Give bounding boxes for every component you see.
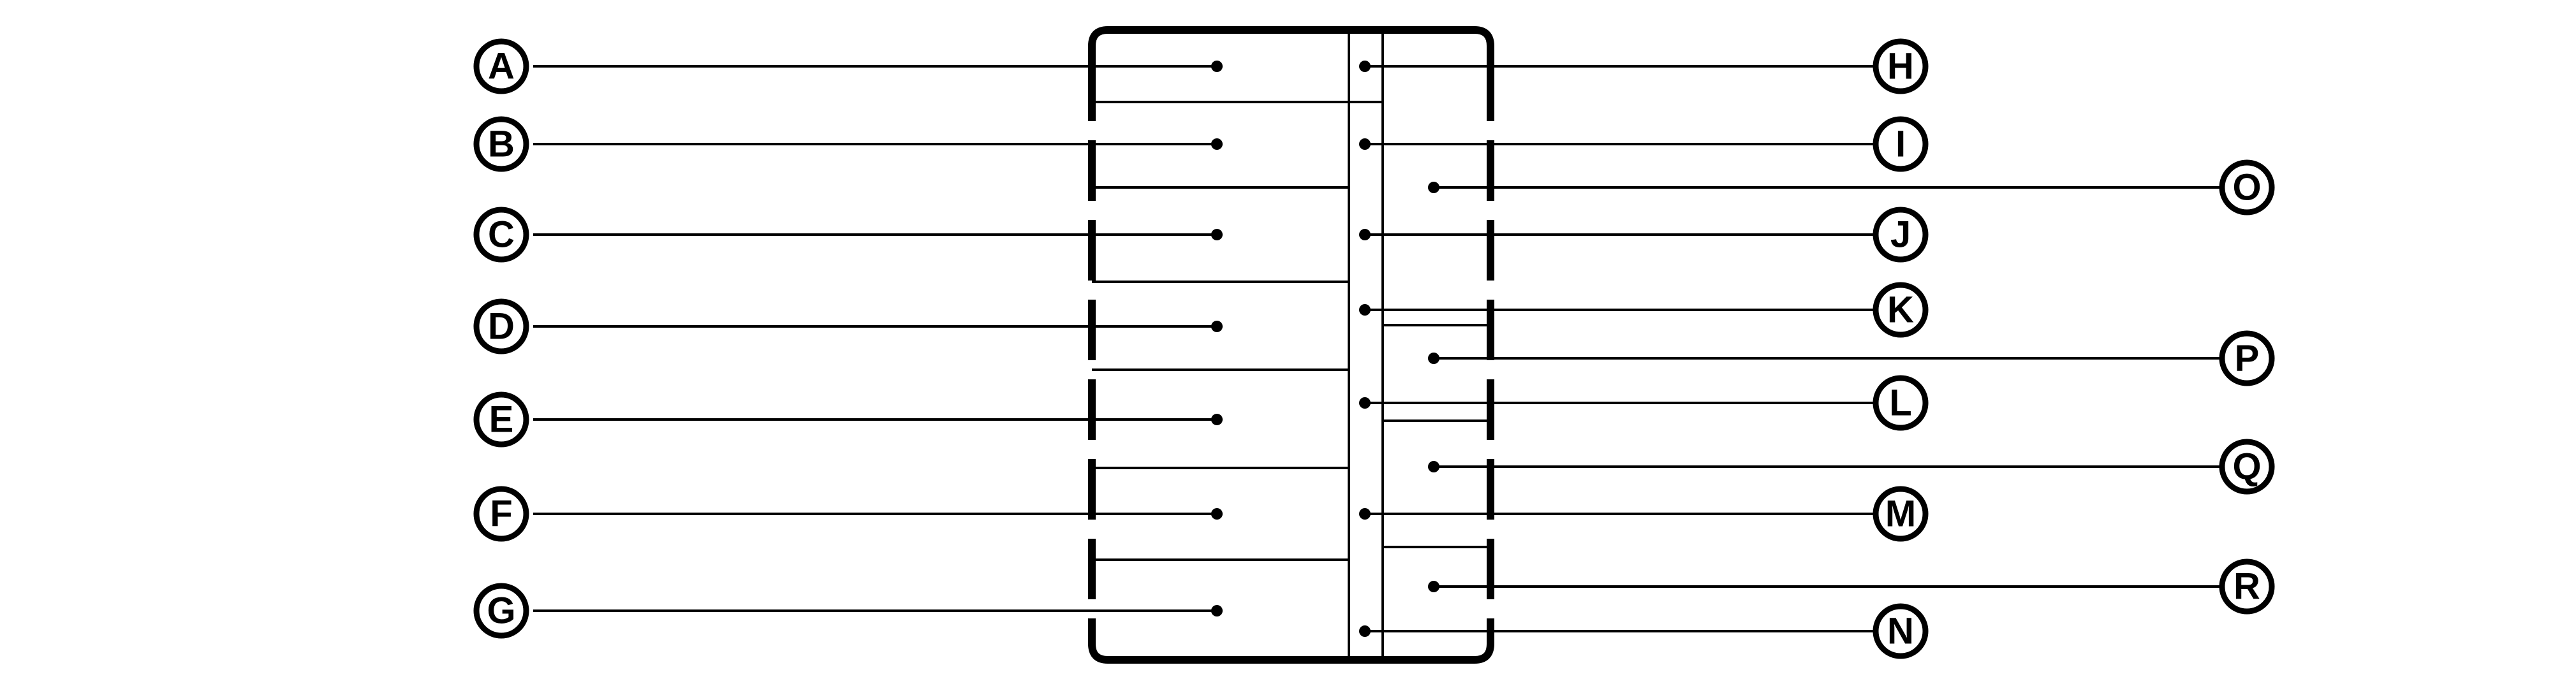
callout-q: Q: [2219, 439, 2275, 495]
fuse-panel-outline: [1088, 26, 1494, 664]
callout-k: K: [1873, 282, 1929, 338]
callout-f-label: F: [490, 493, 512, 535]
callout-o: O: [2219, 159, 2275, 215]
connection-dot-n: [1359, 625, 1371, 637]
connection-dot-f: [1211, 508, 1223, 520]
connection-dot-e: [1211, 414, 1223, 425]
callout-h-label: H: [1887, 46, 1914, 87]
callout-i-label: I: [1895, 124, 1906, 165]
connection-dot-m: [1359, 508, 1371, 520]
connection-dot-c: [1211, 229, 1223, 240]
connection-dot-r: [1428, 581, 1439, 592]
callout-a-label: A: [488, 46, 515, 87]
callout-o-label: O: [2232, 167, 2261, 208]
callout-j-label: J: [1890, 214, 1911, 256]
callout-badges: A B C D E F G H: [473, 38, 2275, 659]
panel-bottom-edge: [1088, 631, 1494, 664]
callout-e: E: [473, 391, 529, 448]
callout-a: A: [473, 38, 529, 94]
connection-dot-p: [1428, 353, 1439, 364]
callout-f: F: [473, 486, 529, 542]
connection-dot-g: [1211, 605, 1223, 616]
callout-h: H: [1873, 38, 1929, 94]
callout-b: B: [473, 116, 529, 172]
connection-dot-k: [1359, 304, 1371, 316]
callout-r: R: [2219, 558, 2275, 615]
connection-dots: [1211, 61, 1439, 637]
callout-l-label: L: [1889, 383, 1911, 424]
callout-l: L: [1873, 375, 1929, 431]
callout-p: P: [2219, 330, 2275, 386]
callout-g-label: G: [487, 590, 515, 632]
callout-r-label: R: [2234, 566, 2260, 608]
connection-dot-a: [1211, 61, 1223, 72]
fuse-grid: [1092, 30, 1490, 660]
callout-d: D: [473, 298, 529, 354]
callout-m-label: M: [1885, 493, 1916, 535]
callout-n-label: N: [1887, 611, 1914, 652]
callout-m: M: [1873, 486, 1929, 542]
callout-k-label: K: [1887, 289, 1914, 331]
callout-b-label: B: [488, 124, 515, 165]
callout-c: C: [473, 207, 529, 263]
callout-g: G: [473, 583, 529, 639]
callout-p-label: P: [2235, 338, 2260, 379]
panel-top-edge: [1088, 26, 1494, 61]
connection-dot-h: [1359, 61, 1371, 72]
connection-dot-b: [1211, 138, 1223, 150]
callout-d-label: D: [488, 306, 515, 347]
callout-n: N: [1873, 603, 1929, 659]
connection-dot-d: [1211, 321, 1223, 332]
callout-e-label: E: [489, 399, 514, 441]
callout-j: J: [1873, 207, 1929, 263]
callout-i: I: [1873, 116, 1929, 172]
connection-dot-i: [1359, 138, 1371, 150]
leader-lines: [533, 65, 2221, 632]
callout-c-label: C: [488, 214, 515, 256]
callout-q-label: Q: [2232, 446, 2261, 488]
connection-dot-q: [1428, 461, 1439, 472]
connection-dot-j: [1359, 229, 1371, 240]
connection-dot-o: [1428, 182, 1439, 193]
connection-dot-l: [1359, 397, 1371, 409]
